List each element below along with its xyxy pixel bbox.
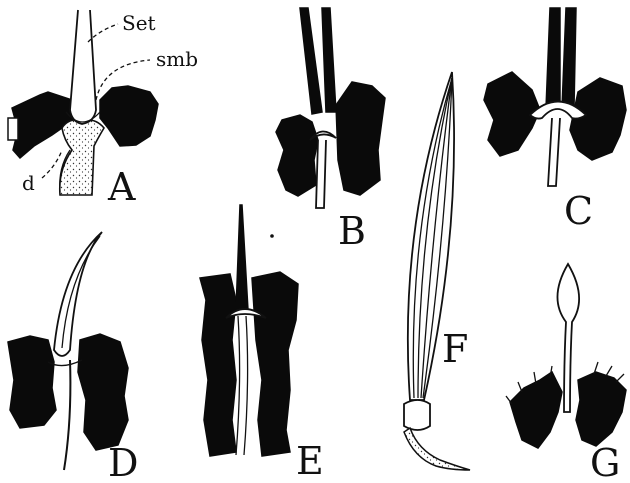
cuticle-right-a xyxy=(100,86,158,146)
speck xyxy=(270,234,274,238)
cuticle-left-d xyxy=(8,336,56,428)
panel-f: F xyxy=(404,72,470,470)
callout-line-d xyxy=(42,150,62,178)
cuticle-left-b xyxy=(276,115,318,196)
panel-label-g: G xyxy=(590,441,620,483)
cuticle-right-b xyxy=(336,82,385,195)
panel-label-d: D xyxy=(108,441,138,483)
seta-b-left xyxy=(300,8,322,114)
stalk-f xyxy=(404,428,470,470)
shaft-d xyxy=(64,360,70,470)
shaft-c xyxy=(548,118,560,186)
panel-a: Set smb d A xyxy=(8,10,198,209)
seta-b-right xyxy=(322,8,336,112)
panel-c: C xyxy=(484,8,626,233)
callout-set: Set xyxy=(122,11,156,35)
collar-f xyxy=(404,400,430,430)
seta-c-left xyxy=(546,8,560,108)
shaft-b xyxy=(316,140,326,208)
callout-d: d xyxy=(22,171,35,195)
cuticle-right-d xyxy=(78,334,128,450)
seta-e xyxy=(236,205,248,310)
panel-label-f: F xyxy=(442,327,468,371)
panel-b: B xyxy=(276,8,385,253)
panel-label-b: B xyxy=(338,209,366,253)
cuticle-edge-a xyxy=(8,118,18,140)
panel-label-c: C xyxy=(564,189,593,233)
seta-a xyxy=(70,10,96,124)
cuticle-right-g xyxy=(576,372,626,446)
panel-label-e: E xyxy=(296,439,324,483)
cuticle-left-e xyxy=(200,274,236,456)
cuticle-right-e xyxy=(252,272,298,456)
shaft-e xyxy=(236,316,240,455)
shaft-e-2 xyxy=(244,316,248,455)
panel-e: E xyxy=(200,205,324,483)
callout-smb: smb xyxy=(156,47,198,71)
seta-c-right xyxy=(562,8,576,108)
panel-d: D xyxy=(8,232,138,483)
panel-g: G xyxy=(506,264,626,483)
panel-label-a: A xyxy=(107,165,136,209)
